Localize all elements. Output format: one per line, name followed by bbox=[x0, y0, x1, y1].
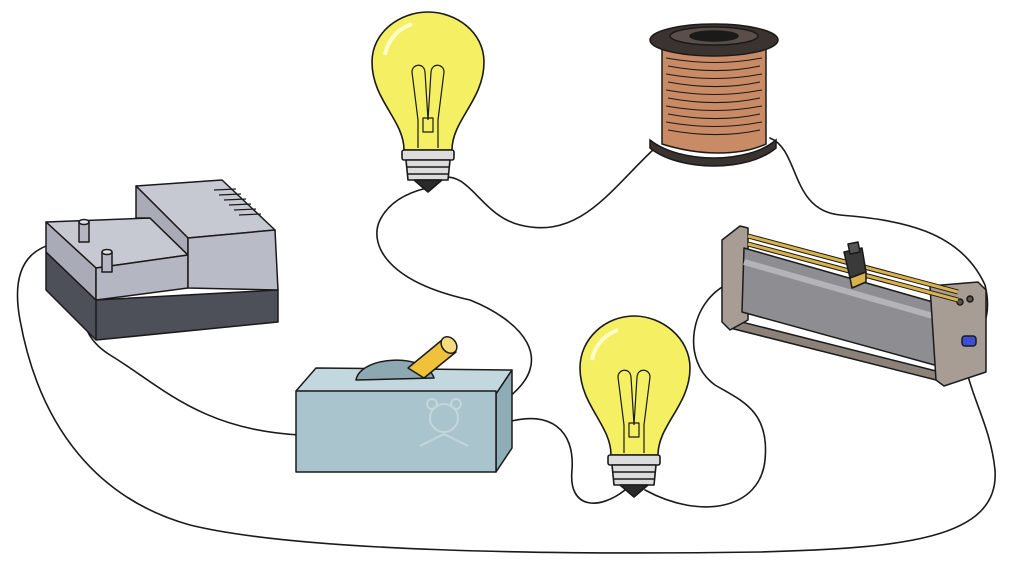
wire-switch-to-bulb-top bbox=[376, 187, 533, 401]
supply-terminal-2 bbox=[101, 248, 113, 273]
wire-bulb-bottom-to-rheostat bbox=[644, 282, 767, 508]
supply-terminal-1 bbox=[78, 218, 90, 243]
bulb-top-base bbox=[401, 149, 455, 193]
wire-coil-to-rheostat bbox=[769, 137, 989, 339]
rheostat bbox=[721, 225, 987, 387]
bulb-top-filament bbox=[411, 64, 445, 148]
supply-vents bbox=[213, 188, 262, 216]
coil-bottom-flange bbox=[649, 138, 777, 167]
rheostat-slider bbox=[843, 241, 867, 289]
supply-rear-side bbox=[135, 185, 189, 256]
wire-switch-to-bulb-bottom bbox=[507, 417, 626, 504]
switch-front bbox=[295, 390, 497, 473]
rheostat-right-plate bbox=[929, 281, 987, 387]
rheostat-terminal bbox=[961, 335, 977, 347]
coil bbox=[649, 23, 779, 167]
wire-supply-to-rheostat bbox=[16, 239, 996, 554]
bulb-bottom-filament bbox=[617, 369, 651, 453]
coil-body bbox=[661, 43, 767, 154]
wire-bulb-top-to-coil bbox=[439, 147, 656, 229]
bulb-bottom-glass bbox=[579, 315, 691, 456]
switch bbox=[295, 336, 513, 473]
bulb-top bbox=[371, 11, 485, 193]
watermark-logo bbox=[419, 398, 469, 447]
bulb-bottom bbox=[579, 315, 691, 498]
bulb-bottom-base bbox=[607, 454, 661, 498]
bulb-top-glass bbox=[371, 11, 485, 151]
switch-handle bbox=[407, 336, 458, 379]
supply-rear-face bbox=[187, 229, 279, 291]
coil-windings bbox=[665, 57, 763, 136]
power-supply bbox=[45, 179, 279, 341]
